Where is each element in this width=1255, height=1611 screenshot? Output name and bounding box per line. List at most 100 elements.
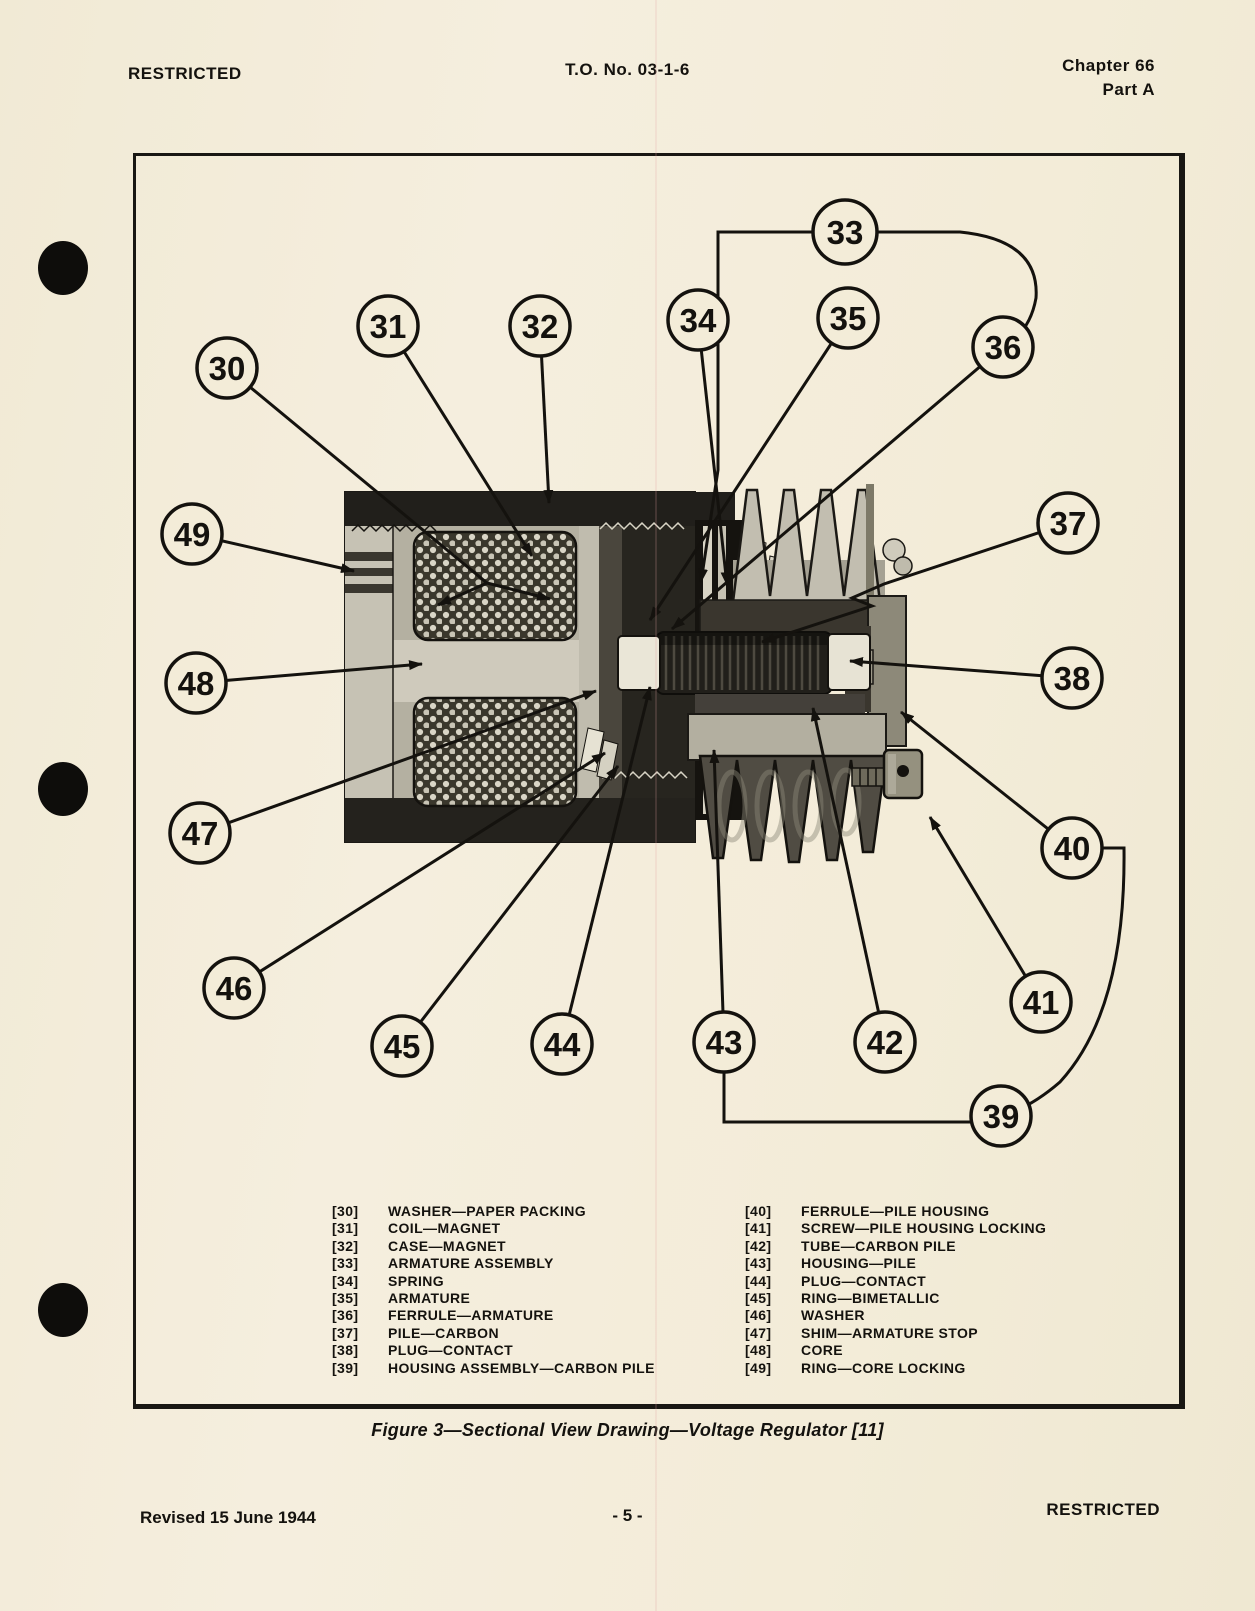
callout-41-number: 41 bbox=[1023, 984, 1060, 1021]
legend-item-label: PILE—CARBON bbox=[388, 1324, 499, 1341]
legend-item-number: [36] bbox=[332, 1307, 359, 1324]
legend-item-label: SCREW—PILE HOUSING LOCKING bbox=[801, 1220, 1047, 1237]
legend-row: [30]WASHER—PAPER PACKING bbox=[332, 1203, 655, 1220]
callout-30-number: 30 bbox=[209, 350, 246, 387]
callout-35: 35 bbox=[816, 286, 880, 350]
legend-item-label: CASE—MAGNET bbox=[388, 1237, 506, 1254]
callout-31-number: 31 bbox=[370, 308, 407, 345]
legend-item-number: [46] bbox=[745, 1307, 772, 1324]
callout-49-number: 49 bbox=[174, 516, 211, 553]
legend-row: [42] TUBE—CARBON PILE bbox=[745, 1238, 1046, 1255]
legend-row: [44]PLUG—CONTACT bbox=[745, 1273, 1046, 1290]
legend-item-number: [41] bbox=[745, 1220, 772, 1237]
callout-43: 43 bbox=[692, 1010, 756, 1074]
callout-36: 36 bbox=[971, 315, 1035, 379]
punch-holes bbox=[38, 241, 88, 1337]
callout-43-number: 43 bbox=[706, 1024, 743, 1061]
contact-plug-left bbox=[617, 635, 661, 691]
legend-column-right: [40]FERRULE—PILE HOUSING[41] SCREW—PILE H… bbox=[745, 1203, 1046, 1377]
legend-item-label: ARMATURE bbox=[388, 1290, 471, 1307]
callout-30: 30 bbox=[195, 336, 259, 400]
pile-housing-body bbox=[687, 713, 887, 761]
legend-item-label: HOUSING—PILE bbox=[801, 1255, 917, 1272]
legend-column-left: [30]WASHER—PAPER PACKING[31]COIL—MAGNET[… bbox=[332, 1203, 655, 1377]
callout-39: 39 bbox=[969, 1084, 1033, 1148]
legend-item-label: TUBE—CARBON PILE bbox=[801, 1237, 956, 1254]
callout-37-number: 37 bbox=[1050, 505, 1087, 542]
callout-leaders bbox=[191, 230, 1126, 1124]
callout-circles: 30 31 32 33 34 35 36 37 38 40 41 39 42 4… bbox=[160, 198, 1104, 1148]
header-chapter-line: Chapter 66 bbox=[1062, 56, 1155, 75]
footer-page-number: - 5 - bbox=[612, 1506, 643, 1525]
callout-40: 40 bbox=[1040, 816, 1104, 880]
legend-item-label: RING—BIMETALLIC bbox=[801, 1290, 940, 1307]
legend-item-number: [45] bbox=[745, 1290, 772, 1307]
legend-item-label: CORE bbox=[801, 1342, 844, 1359]
callout-35-number: 35 bbox=[830, 300, 867, 337]
legend-item-label: PLUG—CONTACT bbox=[801, 1272, 927, 1289]
legend-item-label: FERRULE—ARMATURE bbox=[388, 1307, 554, 1324]
callout-47-number: 47 bbox=[182, 815, 219, 852]
legend-item-label: FERRULE—PILE HOUSING bbox=[801, 1203, 990, 1219]
legend-row: [35] ARMATURE bbox=[332, 1290, 655, 1307]
callout-34-number: 34 bbox=[680, 302, 717, 339]
callout-42-number: 42 bbox=[867, 1024, 904, 1061]
callout-42: 42 bbox=[853, 1010, 917, 1074]
callout-32: 32 bbox=[508, 294, 572, 358]
carbon-pile bbox=[655, 631, 833, 695]
magnet-coil-lower bbox=[412, 696, 578, 808]
legend-row: [43] HOUSING—PILE bbox=[745, 1255, 1046, 1272]
legend-item-number: [35] bbox=[332, 1290, 359, 1307]
callout-38: 38 bbox=[1040, 646, 1104, 710]
legend-row: [37] PILE—CARBON bbox=[332, 1325, 655, 1342]
legend-row: [45] RING—BIMETALLIC bbox=[745, 1290, 1046, 1307]
pile-housing-fins-upper bbox=[731, 488, 882, 604]
core-end bbox=[345, 526, 393, 798]
header-chapter: Chapter 66 Part A bbox=[1062, 54, 1155, 102]
legend-item-label: SHIM—ARMATURE STOP bbox=[801, 1324, 979, 1341]
legend-item-number: [33] bbox=[332, 1255, 359, 1272]
legend-row: [32] CASE—MAGNET bbox=[332, 1238, 655, 1255]
header-to-number: T.O. No. 03-1-6 bbox=[565, 60, 690, 79]
legend-item-number: [39] bbox=[332, 1359, 359, 1376]
header-part-line: Part A bbox=[1102, 80, 1155, 99]
legend-row: [36] FERRULE—ARMATURE bbox=[332, 1307, 655, 1324]
callout-45-number: 45 bbox=[384, 1028, 421, 1065]
footer-classification: RESTRICTED bbox=[1046, 1500, 1160, 1519]
callout-31: 31 bbox=[356, 294, 420, 358]
callout-38-number: 38 bbox=[1054, 660, 1091, 697]
legend-item-number: [30] bbox=[332, 1203, 359, 1219]
legend-item-number: [47] bbox=[745, 1324, 772, 1341]
punch-hole bbox=[38, 241, 88, 295]
callout-36-number: 36 bbox=[985, 329, 1022, 366]
callout-37: 37 bbox=[1036, 491, 1100, 555]
legend-row: [41] SCREW—PILE HOUSING LOCKING bbox=[745, 1220, 1046, 1237]
legend-item-number: [48] bbox=[745, 1342, 772, 1359]
legend-row: [48] CORE bbox=[745, 1342, 1046, 1359]
callout-44: 44 bbox=[530, 1012, 594, 1076]
locking-screw bbox=[851, 748, 924, 800]
legend-item-number: [49] bbox=[745, 1359, 772, 1376]
punch-hole bbox=[38, 762, 88, 816]
callout-34: 34 bbox=[666, 288, 730, 352]
callout-40-number: 40 bbox=[1054, 830, 1091, 867]
legend-item-number: [37] bbox=[332, 1324, 359, 1341]
legend-item-number: [43] bbox=[745, 1255, 772, 1272]
legend-row: [40]FERRULE—PILE HOUSING bbox=[745, 1203, 1046, 1220]
punch-hole bbox=[38, 1283, 88, 1337]
legend-item-label: COIL—MAGNET bbox=[388, 1220, 501, 1237]
legend-item-label: RING—CORE LOCKING bbox=[801, 1359, 966, 1376]
legend-row: [47] SHIM—ARMATURE STOP bbox=[745, 1325, 1046, 1342]
case-top-band bbox=[345, 492, 735, 526]
callout-45: 45 bbox=[370, 1014, 434, 1078]
figure-frame bbox=[133, 153, 1185, 1409]
legend-row: [31]COIL—MAGNET bbox=[332, 1220, 655, 1237]
figure-caption: Figure 3—Sectional View Drawing—Voltage … bbox=[371, 1420, 884, 1440]
callout-46: 46 bbox=[202, 956, 266, 1020]
callout-32-number: 32 bbox=[522, 308, 559, 345]
legend-item-number: [32] bbox=[332, 1237, 359, 1254]
legend-row: [49] RING—CORE LOCKING bbox=[745, 1360, 1046, 1377]
legend-item-number: [42] bbox=[745, 1237, 772, 1254]
